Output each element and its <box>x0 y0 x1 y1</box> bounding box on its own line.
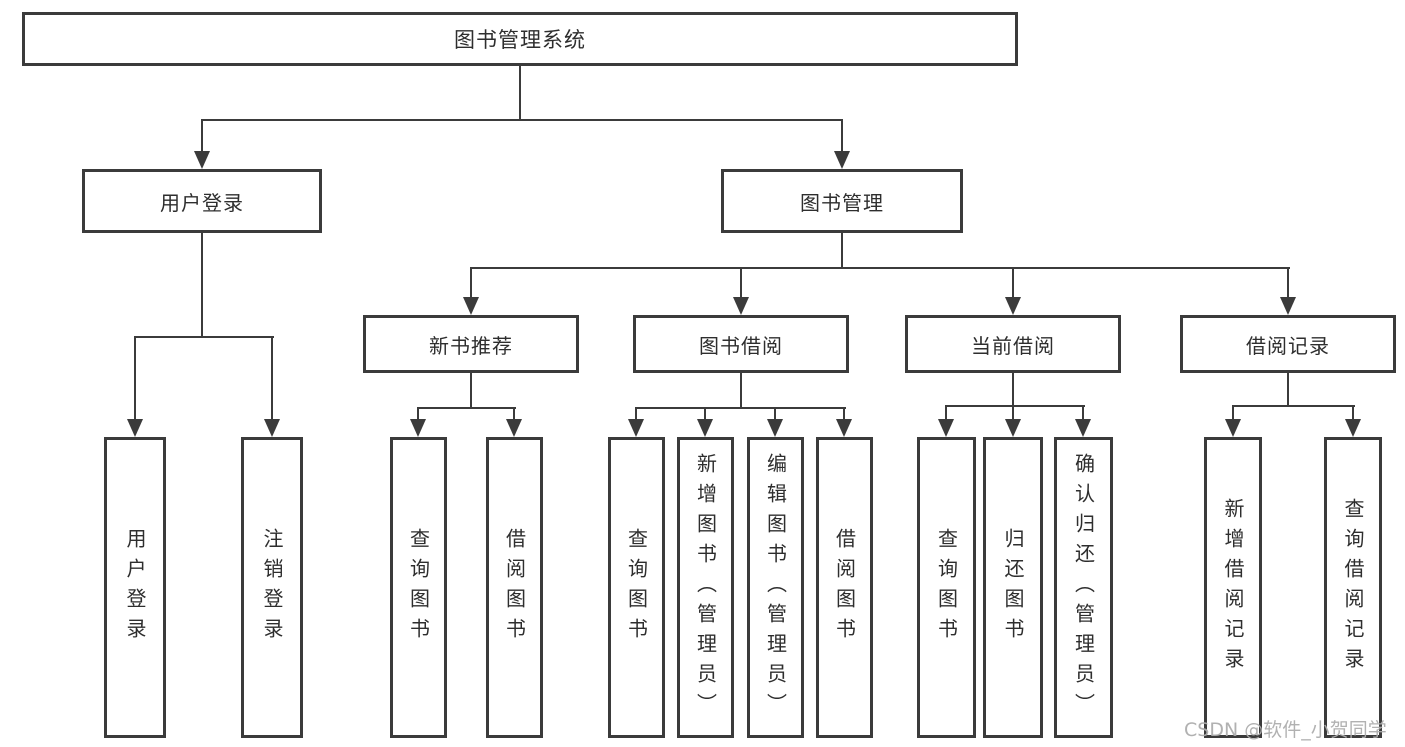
connector-line <box>417 407 419 423</box>
arrow-down-icon <box>767 419 783 437</box>
connector-line <box>740 268 742 301</box>
leaf-query-books-borrowing: 查询图书 <box>608 437 665 738</box>
leaf-query-books-recommend-label: 查询图书 <box>406 527 431 648</box>
leaf-query-books-current-label: 查询图书 <box>934 527 959 648</box>
leaf-edit-book-admin: 编辑图书（管理员） <box>747 437 804 738</box>
connector-line <box>519 66 521 120</box>
connector-line <box>740 373 742 409</box>
connector-line <box>201 233 203 337</box>
connector-line <box>201 120 203 155</box>
connector-line <box>1287 268 1289 301</box>
arrow-down-icon <box>697 419 713 437</box>
node-book-management: 图书管理 <box>721 169 963 233</box>
connector-line <box>470 267 1290 269</box>
connector-line <box>1082 405 1084 423</box>
leaf-query-books-current: 查询图书 <box>917 437 976 738</box>
arrow-down-icon <box>628 419 644 437</box>
connector-line <box>201 119 843 121</box>
node-book-borrowing-label: 图书借阅 <box>699 333 783 358</box>
leaf-add-book-admin: 新增图书（管理员） <box>677 437 734 738</box>
connector-line <box>470 268 472 301</box>
arrow-down-icon <box>463 297 479 315</box>
connector-line <box>417 407 516 409</box>
connector-line <box>1232 405 1355 407</box>
leaf-borrow-books-recommend: 借阅图书 <box>486 437 543 738</box>
node-current-borrowing: 当前借阅 <box>905 315 1121 373</box>
connector-line <box>704 407 706 423</box>
arrow-down-icon <box>938 419 954 437</box>
connector-line <box>635 407 846 409</box>
node-book-borrowing: 图书借阅 <box>633 315 849 373</box>
node-borrowing-records: 借阅记录 <box>1180 315 1396 373</box>
arrow-down-icon <box>264 419 280 437</box>
connector-line <box>1352 405 1354 423</box>
connector-line <box>134 336 274 338</box>
leaf-query-books-recommend: 查询图书 <box>390 437 447 738</box>
leaf-borrow-books-recommend-label: 借阅图书 <box>502 527 527 648</box>
watermark: CSDN @软件_小贺同学 <box>1184 719 1387 741</box>
connector-line <box>134 337 136 423</box>
leaf-confirm-return-admin-label: 确认归还（管理员） <box>1071 452 1096 723</box>
leaf-borrow-books-borrowing-label: 借阅图书 <box>832 527 857 648</box>
connector-line <box>1287 373 1289 407</box>
node-user-login: 用户登录 <box>82 169 322 233</box>
leaf-add-borrow-record: 新增借阅记录 <box>1204 437 1262 738</box>
arrow-down-icon <box>836 419 852 437</box>
arrow-down-icon <box>733 297 749 315</box>
leaf-add-borrow-record-label: 新增借阅记录 <box>1221 497 1245 678</box>
node-library-system: 图书管理系统 <box>22 12 1018 66</box>
leaf-edit-book-admin-label: 编辑图书（管理员） <box>763 452 788 723</box>
connector-line <box>945 405 947 423</box>
arrow-down-icon <box>1280 297 1296 315</box>
node-user-login-label: 用户登录 <box>160 190 244 215</box>
node-current-borrowing-label: 当前借阅 <box>971 333 1055 358</box>
arrow-down-icon <box>1345 419 1361 437</box>
node-book-management-label: 图书管理 <box>800 190 884 215</box>
leaf-query-books-borrowing-label: 查询图书 <box>624 527 649 648</box>
node-new-book-recommend: 新书推荐 <box>363 315 579 373</box>
leaf-user-login: 用户登录 <box>104 437 166 738</box>
leaf-logout: 注销登录 <box>241 437 303 738</box>
arrow-down-icon <box>127 419 143 437</box>
node-new-book-recommend-label: 新书推荐 <box>429 333 513 358</box>
arrow-down-icon <box>834 151 850 169</box>
connector-line <box>841 233 843 268</box>
connector-line <box>1012 268 1014 301</box>
connector-line <box>1012 405 1014 423</box>
node-borrowing-records-label: 借阅记录 <box>1246 333 1330 358</box>
arrow-down-icon <box>1005 297 1021 315</box>
connector-line <box>774 407 776 423</box>
connector-line <box>271 337 273 423</box>
arrow-down-icon <box>1005 419 1021 437</box>
leaf-add-book-admin-label: 新增图书（管理员） <box>693 452 718 723</box>
arrow-down-icon <box>506 419 522 437</box>
leaf-borrow-books-borrowing: 借阅图书 <box>816 437 873 738</box>
leaf-user-login-label: 用户登录 <box>123 527 147 648</box>
connector-line <box>1232 405 1234 423</box>
connector-line <box>635 407 637 423</box>
node-library-system-label: 图书管理系统 <box>454 28 586 52</box>
arrow-down-icon <box>1225 419 1241 437</box>
connector-line <box>1012 373 1014 407</box>
leaf-logout-label: 注销登录 <box>260 527 284 648</box>
connector-line <box>843 407 845 423</box>
leaf-return-books-label: 归还图书 <box>1001 527 1025 648</box>
connector-line <box>945 405 1085 407</box>
leaf-return-books: 归还图书 <box>983 437 1043 738</box>
leaf-query-borrow-record-label: 查询借阅记录 <box>1341 497 1365 678</box>
connector-line <box>513 407 515 423</box>
arrow-down-icon <box>194 151 210 169</box>
arrow-down-icon <box>410 419 426 437</box>
arrow-down-icon <box>1075 419 1091 437</box>
leaf-query-borrow-record: 查询借阅记录 <box>1324 437 1382 738</box>
leaf-confirm-return-admin: 确认归还（管理员） <box>1054 437 1113 738</box>
connector-line <box>841 120 843 155</box>
connector-line <box>470 373 472 409</box>
